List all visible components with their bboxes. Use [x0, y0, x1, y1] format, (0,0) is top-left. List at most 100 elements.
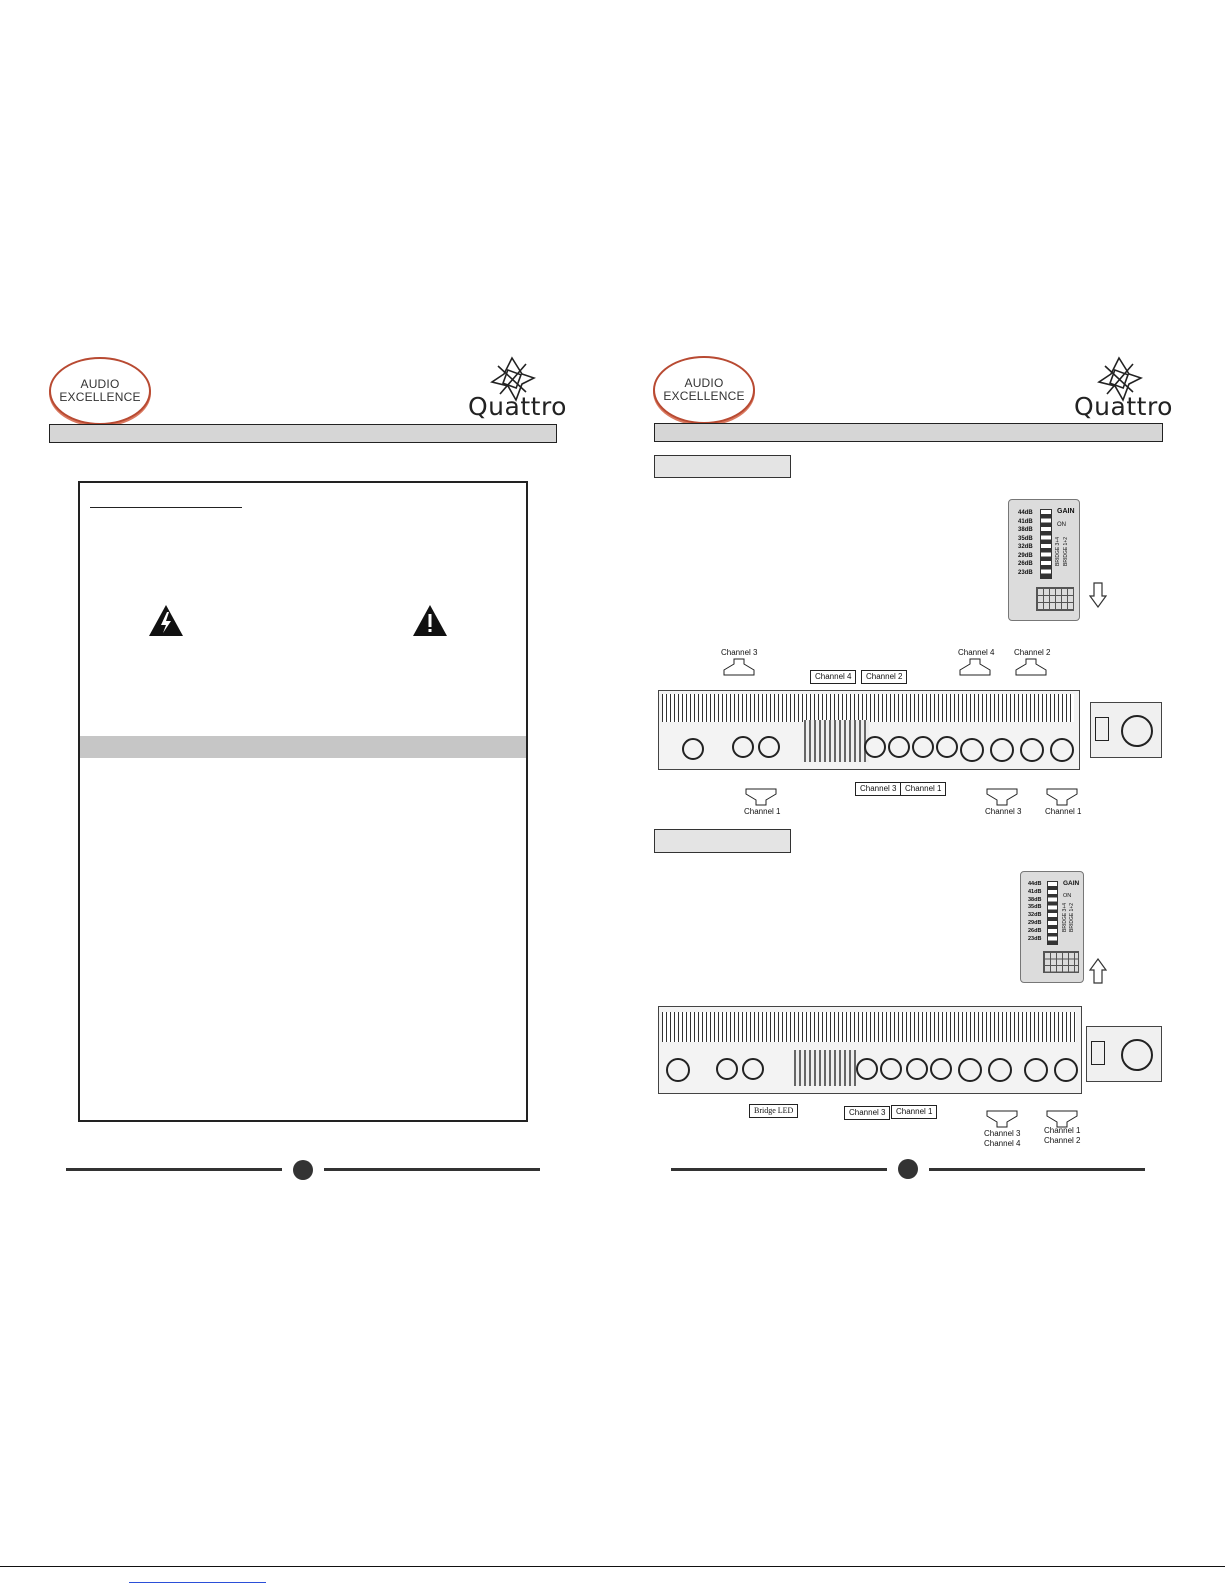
bridge-switch-grid[interactable] — [1043, 951, 1079, 973]
header-bar — [49, 424, 557, 443]
logo-line-2: EXCELLENCE — [663, 389, 745, 403]
gain-levels: 44dB 41dB 38dB 35dB 32dB 29dB 26dB 23dB — [1018, 509, 1033, 577]
terminal-block — [804, 720, 869, 762]
gain-level: 29dB — [1028, 919, 1042, 926]
bridge-34-label: BRIDGE 3+4 — [1062, 902, 1068, 932]
gain-level: 29dB — [1018, 552, 1033, 559]
channel-callout: Channel 1 — [900, 782, 947, 796]
speaker-label: Channel 1 Channel 2 — [1044, 1126, 1080, 1146]
gain-level: 26dB — [1028, 927, 1042, 934]
gain-level: 38dB — [1028, 896, 1042, 903]
speaker-label-line: Channel 1 — [1044, 1126, 1081, 1135]
gain-level: 35dB — [1018, 535, 1033, 542]
gain-level: 23dB — [1018, 569, 1033, 576]
dip-switch-bank[interactable] — [1040, 509, 1052, 579]
power-connector — [666, 1058, 690, 1082]
audio-excellence-logo: AUDIO EXCELLENCE — [49, 357, 151, 425]
link-underline[interactable] — [129, 1582, 266, 1583]
speaker-label-line: Channel 2 — [1044, 1136, 1081, 1145]
gain-levels: 44dB 41dB 38dB 35dB 32dB 29dB 26dB 23dB — [1028, 881, 1041, 943]
gain-switch-panel: 44dB 41dB 38dB 35dB 32dB 29dB 26dB 23dB … — [1008, 499, 1080, 621]
speaker-label: Channel 2 — [1014, 648, 1051, 657]
gain-title: GAIN — [1063, 880, 1080, 887]
page-bottom-rule — [0, 1566, 1225, 1567]
speakon-connectors — [954, 1058, 1080, 1082]
logo-line-1: AUDIO — [684, 376, 724, 390]
gain-switch-panel: 44dB 41dB 38dB 35dB 32dB 29dB 26dB 23dB … — [1020, 871, 1084, 983]
logo-line-1: AUDIO — [80, 377, 120, 391]
channel-callout: Channel 3 — [855, 782, 902, 796]
speaker-label-line: Channel 3 — [984, 1129, 1021, 1138]
gain-level: 23dB — [1028, 935, 1042, 942]
footer-line-right — [324, 1168, 540, 1171]
quattro-logo-icon — [1097, 356, 1143, 402]
quattro-logo-icon — [490, 356, 536, 402]
speaker-icon — [723, 658, 755, 676]
page-number-dot — [898, 1159, 918, 1179]
xlr-connectors — [856, 1058, 952, 1082]
speaker-icon — [1046, 1110, 1078, 1128]
gain-level: 32dB — [1018, 544, 1033, 550]
arrow-up-icon — [1089, 958, 1107, 984]
gain-level: 26dB — [1018, 561, 1033, 567]
section-heading-underline — [90, 507, 242, 508]
speaker-icon — [959, 658, 991, 676]
speaker-label: Channel 3 — [985, 807, 1022, 816]
exclamation-warning-icon — [413, 605, 447, 636]
speaker-icon — [1046, 788, 1078, 806]
bridge-34-label: BRIDGE 3+4 — [1055, 536, 1061, 566]
channel-callout: Channel 4 — [810, 670, 857, 684]
footer-line-right — [929, 1168, 1145, 1171]
gain-level: 41dB — [1028, 888, 1042, 895]
section-label-box-2 — [654, 829, 791, 853]
gain-level: 35dB — [1028, 904, 1042, 911]
section-label-box-1 — [654, 455, 791, 478]
gain-level: 44dB — [1018, 510, 1033, 516]
logo-line-2: EXCELLENCE — [59, 390, 141, 404]
amp-rear-panel-diagram-bridged: Bridge LED Channel 3 Channel 1 Channel 3… — [654, 1000, 1163, 1148]
speakon-pinout — [1090, 702, 1162, 758]
arrow-down-icon — [1089, 582, 1107, 608]
input-xlr-pair — [732, 736, 782, 758]
gain-title: GAIN — [1057, 508, 1075, 515]
gain-level: 38dB — [1018, 527, 1033, 533]
page-number-dot — [293, 1160, 313, 1180]
header-bar — [654, 423, 1163, 442]
xlr-connectors — [864, 736, 958, 760]
quattro-wordmark: Quattro — [468, 392, 567, 421]
speaker-label: Channel 4 — [958, 648, 995, 657]
gain-on-label: ON — [1063, 893, 1072, 899]
speakon-connectors — [956, 738, 1078, 762]
heatsink-fins — [662, 1012, 1076, 1042]
amp-rear-panel-diagram: Channel 3 Channel 4 Channel 2 Channel 1 … — [654, 642, 1163, 820]
bridge-led-callout: Bridge LED — [749, 1104, 799, 1118]
channel-callout: Channel 1 — [891, 1105, 938, 1119]
channel-callout: Channel 3 — [844, 1106, 891, 1120]
speaker-label: Channel 3 Channel 4 — [984, 1129, 1020, 1149]
speaker-icon — [745, 788, 777, 806]
gain-level: 32dB — [1028, 912, 1042, 919]
gain-level: 44dB — [1028, 881, 1042, 887]
speaker-label: Channel 1 — [1045, 807, 1082, 816]
heatsink-fins — [662, 694, 1074, 722]
terminal-block — [794, 1050, 856, 1086]
bridge-12-label: BRIDGE 1+2 — [1069, 902, 1075, 932]
audio-excellence-logo: AUDIO EXCELLENCE — [653, 356, 755, 424]
safety-panel — [78, 481, 528, 1122]
speakon-pinout — [1086, 1026, 1162, 1082]
speaker-icon — [986, 1110, 1018, 1128]
speaker-icon — [1015, 658, 1047, 676]
power-connector — [682, 738, 704, 760]
section-bar — [80, 736, 526, 758]
quattro-wordmark: Quattro — [1074, 392, 1173, 421]
channel-callout: Channel 2 — [861, 670, 908, 684]
speaker-label: Channel 3 — [721, 648, 758, 657]
input-xlr-pair — [716, 1058, 766, 1080]
bridge-switch-grid[interactable] — [1036, 587, 1074, 611]
bridge-12-label: BRIDGE 1+2 — [1063, 536, 1069, 566]
lightning-warning-icon — [149, 605, 183, 636]
dip-switch-bank[interactable] — [1047, 881, 1058, 945]
gain-level: 41dB — [1018, 518, 1033, 525]
speaker-label: Channel 1 — [744, 807, 781, 816]
footer-line-left — [671, 1168, 887, 1171]
